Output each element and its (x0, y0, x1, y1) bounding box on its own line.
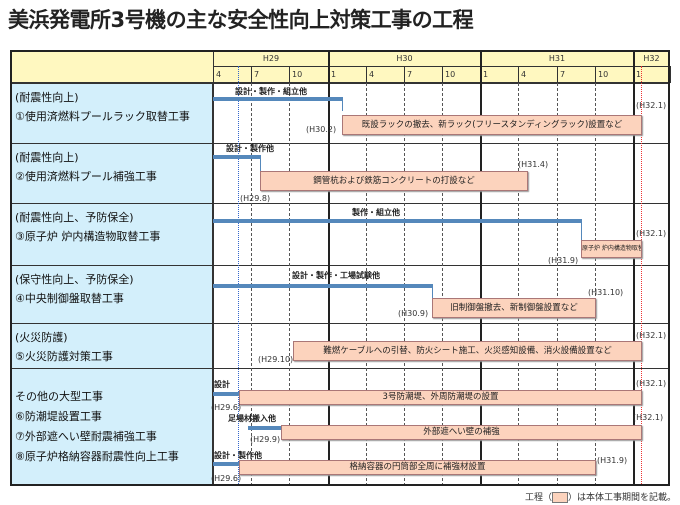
work-box: 原子炉 炉内構造物取替 (581, 240, 642, 258)
row-name: ⑧原子炉格納容器耐震性向上工事 (15, 450, 179, 463)
target-date-line (641, 66, 642, 486)
month-label: 7 (557, 66, 596, 83)
grid-line (442, 83, 443, 486)
row-category: その他の大型工事 (15, 390, 103, 403)
grid-line (480, 50, 482, 486)
end-date: (H31.10) (588, 288, 624, 297)
row-category: (保守性向上、予防保全) (15, 273, 134, 286)
end-date: (H32.1) (636, 331, 667, 340)
current-date-line (238, 66, 239, 486)
phase-label: 製作・組立他 (352, 208, 400, 217)
arrow-icon (342, 99, 343, 111)
phase-bar (213, 392, 239, 396)
row-1-label: (耐震性向上) ①使用済燃料プールラック取替工事 (10, 83, 213, 144)
arrow-icon (260, 157, 261, 171)
work-box: 鋼管杭および鉄筋コンクリートの打設など (260, 171, 528, 191)
row-2-label: (耐震性向上) ②使用済燃料プール補強工事 (10, 143, 213, 204)
start-date: (H29.8) (240, 194, 271, 203)
row-name: ⑦外部遮へい壁耐震補強工事 (15, 430, 157, 443)
phase-bar (213, 155, 261, 159)
row-category: (火災防護) (15, 331, 68, 344)
work-box: 格納容器の円筒部全周に補強材設置 (239, 460, 596, 475)
phase-label: 設計・製作・工場試験他 (292, 271, 380, 280)
end-date: (H31.9) (597, 456, 628, 465)
start-date: (H29.10) (258, 355, 294, 364)
end-date: (H32.1) (633, 413, 664, 422)
legend-note: 工程（ ）は本体工事期間を記載。 (525, 490, 676, 503)
page-title: 美浜発電所3号機の主な安全性向上対策工事の工程 (8, 8, 474, 32)
start-date: (H29.9) (250, 435, 281, 444)
phase-label: 設計・製作他 (214, 451, 262, 460)
row-category: (耐震性向上) (15, 151, 79, 164)
month-label: 1 (633, 66, 671, 83)
grid-line (633, 50, 635, 486)
arrow-icon (432, 286, 433, 298)
phase-bar (248, 426, 282, 430)
phase-label: 設計 (214, 380, 230, 389)
row-category: (耐震性向上、予防保全) (15, 211, 134, 224)
table-frame (10, 50, 670, 486)
phase-label: 設計・製作他 (226, 144, 274, 153)
row-name: ④中央制御盤取替工事 (15, 292, 124, 305)
row-name: ①使用済燃料プールラック取替工事 (15, 110, 190, 123)
arrow-icon (581, 221, 582, 240)
legend-prefix: 工程（ (524, 493, 552, 503)
phase-bar (213, 462, 239, 466)
start-date: (H31.9) (548, 256, 579, 265)
grid-line (518, 83, 519, 486)
row-name: ⑤火災防護対策工事 (15, 350, 113, 363)
row-name: ⑥防潮堤設置工事 (15, 410, 102, 423)
end-date: (H32.1) (636, 229, 667, 238)
grid-line (328, 50, 330, 486)
work-box: 難燃ケーブルへの引替、防火シート施工、火災感知設備、消火設備設置など (293, 341, 642, 361)
legend-swatch (551, 492, 568, 503)
phase-label: 設計・製作・組立他 (235, 87, 307, 96)
month-label: 10 (595, 66, 634, 83)
end-date: (H32.1) (636, 379, 667, 388)
phase-bar (213, 284, 433, 288)
row-4-label: (保守性向上、予防保全) ④中央制御盤取替工事 (10, 265, 213, 324)
work-box: 旧制御盤撤去、新制御盤設置など (432, 298, 596, 318)
phase-bar (213, 97, 343, 101)
start-date: (H30.9) (398, 309, 429, 318)
work-box: 3号防潮堤、外周防潮堤の設置 (239, 390, 642, 405)
phase-bar (213, 219, 582, 223)
phase-label: 足場材搬入他 (228, 414, 276, 423)
row-name: ②使用済燃料プール補強工事 (15, 170, 157, 183)
row-6-label: その他の大型工事 ⑥防潮堤設置工事 ⑦外部遮へい壁耐震補強工事 ⑧原子炉格納容器耐震性… (10, 368, 213, 486)
start-date: (H29.6) (211, 403, 242, 412)
legend-suffix: ）は本体工事期間を記載。 (567, 493, 676, 503)
row-name: ③原子炉 炉内構造物取替工事 (15, 230, 161, 243)
start-date: (H29.6) (211, 474, 242, 483)
start-date: (H30.2) (306, 125, 337, 134)
grid-line (557, 83, 558, 486)
row-category: (耐震性向上) (15, 91, 79, 104)
month-label: 4 (213, 66, 252, 83)
end-date: (H31.4) (518, 160, 549, 169)
work-box: 外部遮へい壁の補強 (281, 425, 642, 440)
grid-line (595, 83, 596, 486)
work-box: 既設ラックの撤去、新ラック(フリースタンディングラック)設置など (342, 115, 642, 135)
row-5-label: (火災防護) ⑤火災防護対策工事 (10, 323, 213, 369)
end-date: (H32.1) (636, 101, 667, 110)
